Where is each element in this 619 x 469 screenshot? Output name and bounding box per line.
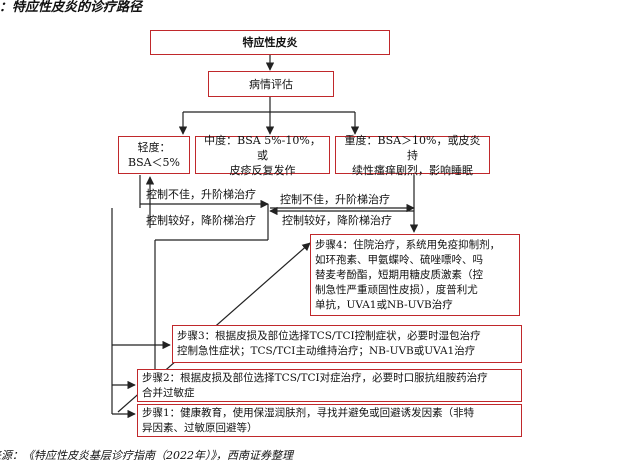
figure-source: 来源：《特应性皮炎基层诊疗指南（2022年）》，西南证券整理 — [0, 449, 293, 462]
node-mild: 轻度： BSA＜5% — [118, 136, 190, 174]
node-step4: 步骤4：住院治疗，系统用免疫抑制剂， 如环孢素、甲氨蝶呤、硫唑嘌呤、吗 替麦考酚… — [310, 234, 520, 316]
label-poor-control-2: 控制不佳，升阶梯治疗 — [280, 193, 390, 206]
figure-title: 2：特应性皮炎的诊疗路径 — [0, 0, 143, 15]
node-step2: 步骤2：根据皮损及部位选择TCS/TCI对症治疗，必要时口服抗组胺药治疗 合并过… — [137, 369, 522, 402]
node-root: 特应性皮炎 — [150, 30, 390, 55]
node-step3: 步骤3：根据皮损及部位选择TCS/TCI控制症状，必要时湿包治疗 控制急性症状；… — [172, 325, 522, 363]
label-poor-control-1: 控制不佳，升阶梯治疗 — [146, 188, 256, 201]
node-assess: 病情评估 — [208, 71, 334, 97]
label-good-control-1: 控制较好，降阶梯治疗 — [146, 214, 256, 227]
label-good-control-2: 控制较好，降阶梯治疗 — [282, 214, 392, 227]
node-moderate: 中度：BSA 5%-10%，或 皮疹反复发作 — [195, 134, 330, 177]
node-step1: 步骤1：健康教育，使用保湿润肤剂，寻找并避免或回避诱发因素（非特 异因素、过敏原… — [137, 404, 522, 437]
node-severe: 重度：BSA＞10%，或皮炎持 续性瘙痒剧烈，影响睡眠 — [335, 134, 490, 177]
